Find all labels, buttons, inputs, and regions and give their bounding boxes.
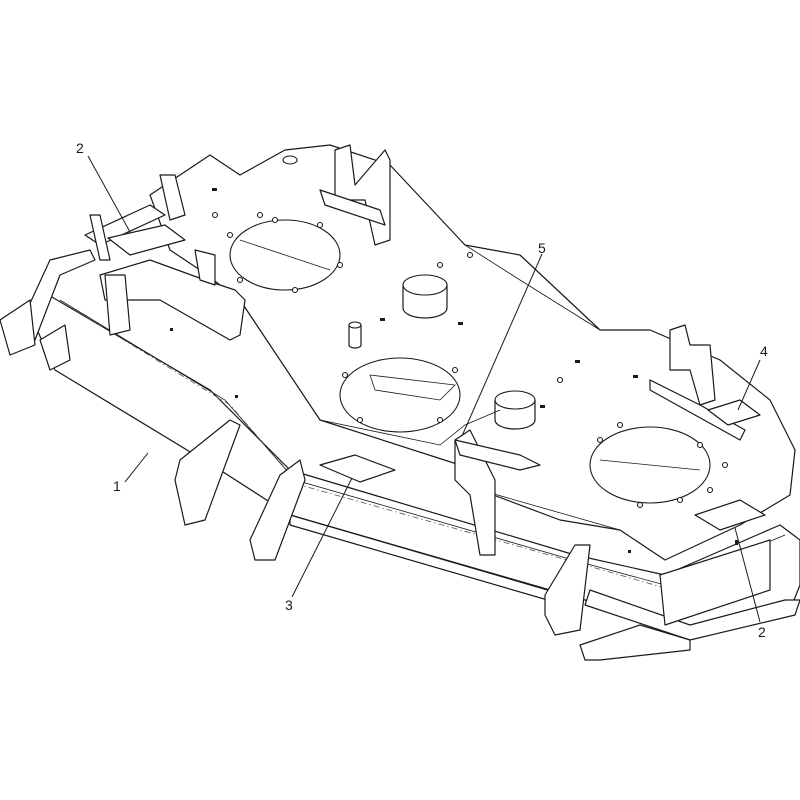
callout-labels: 1 2 2 3 4 5 — [76, 140, 768, 640]
callout-4: 4 — [760, 343, 768, 359]
spindle-bosses — [282, 155, 536, 430]
leader-3 — [291, 477, 353, 598]
decals — [107, 224, 766, 531]
callout-1: 1 — [113, 478, 121, 494]
center-front-bracket — [454, 429, 541, 556]
callout-2-rear: 2 — [76, 140, 84, 156]
deck-front-skirt — [34, 289, 800, 641]
callout-2-front: 2 — [758, 624, 766, 640]
slot-marks — [170, 188, 738, 553]
callout-5: 5 — [538, 240, 546, 256]
rear-center-bracket — [319, 144, 391, 246]
rear-left-bracket — [19, 174, 246, 371]
leader-2-front — [734, 527, 761, 623]
leader-lines — [87, 155, 761, 623]
leader-1 — [124, 452, 149, 483]
decal-3 — [319, 454, 396, 483]
bolt-holes — [211, 211, 729, 509]
callout-3: 3 — [285, 597, 293, 613]
decal-2-front — [694, 499, 766, 531]
leader-4 — [737, 359, 761, 411]
decal-2-rear — [107, 224, 186, 256]
right-rear-bracket — [649, 324, 746, 441]
center-blade-opening — [339, 357, 461, 433]
front-mounting-tabs — [0, 299, 691, 661]
leader-5 — [461, 253, 543, 437]
leader-2-rear — [87, 155, 131, 233]
decal-4 — [707, 399, 761, 426]
blade-openings — [229, 219, 711, 504]
